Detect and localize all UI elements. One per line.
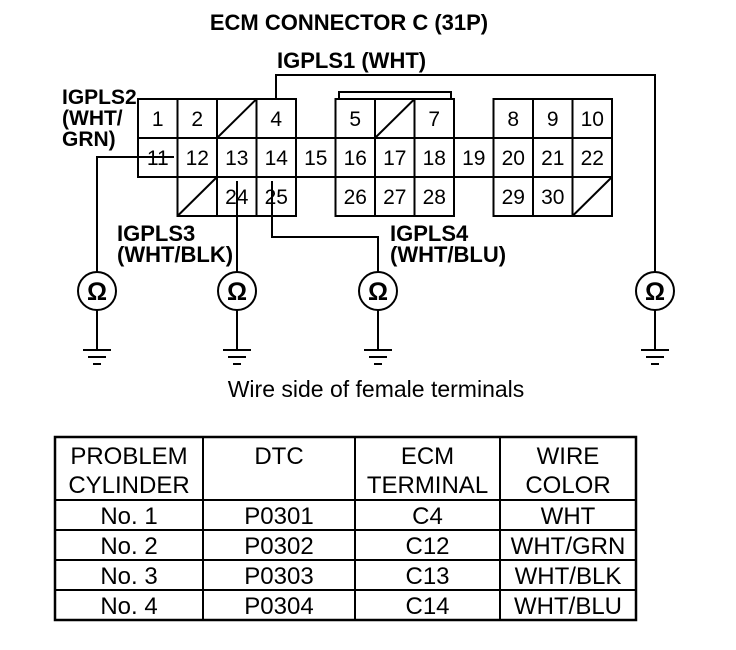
header-dtc: DTC [254,443,303,470]
table-row: No. 1 P0301 C4 WHT [100,503,595,530]
terminal-number: 1 [152,108,164,131]
cell-wire-color: WHT/GRN [511,533,626,560]
wire-label-igpls4-line2: (WHT/BLU) [390,242,506,267]
ohmmeter-igpls4: Ω [358,271,398,311]
wire-label-igpls2-line1: IGPLS2 [62,86,137,109]
diagram-caption: Wire side of female terminals [228,376,525,402]
wire-igpls2-line [96,156,174,272]
terminal-number: 27 [383,186,406,209]
wire-label-igpls4-line1: IGPLS4 [390,221,469,246]
wire-igpls3: IGPLS3 (WHT/BLK) [117,181,238,272]
terminal-number: 11 [147,147,169,170]
cell-ecm-terminal: C12 [405,533,449,560]
wire-label-igpls3-line2: (WHT/BLK) [117,242,233,267]
cell-dtc: P0304 [244,593,313,620]
terminal-number: 7 [428,108,440,131]
ohm-symbol: Ω [87,278,107,306]
ohm-symbol: Ω [645,278,665,306]
terminal-number: 29 [502,186,525,209]
terminal-number: 8 [507,108,519,131]
terminal-number: 22 [581,147,604,170]
terminal-number: 20 [502,147,525,170]
cell-ecm-terminal: C13 [405,563,449,590]
cell-dtc: P0303 [244,563,313,590]
terminal-cavity [413,176,455,217]
unused-cavity-slash [176,176,218,217]
wire-label-igpls1: IGPLS1 (WHT) [277,48,426,73]
wire-igpls2: IGPLS2 (WHT/ GRN) [62,86,174,272]
cell-problem-cylinder: No. 1 [100,503,157,530]
terminal-number: 17 [383,147,406,170]
ohm-symbol: Ω [368,278,388,306]
terminal-number: 4 [270,108,282,131]
cell-ecm-terminal: C4 [412,503,443,530]
wire-label-igpls2-line3: GRN) [62,128,116,151]
wire-igpls1: IGPLS1 (WHT) [275,48,656,272]
terminal-number: 9 [547,108,559,131]
terminal-cavity [255,176,297,217]
terminal-number: 2 [191,108,203,131]
terminal-number: 14 [265,147,289,170]
unused-cavity-slash [571,176,613,217]
diagram-title: ECM CONNECTOR C (31P) [210,10,488,35]
ground-icon [364,310,392,365]
ohmmeter-igpls1: Ω [635,271,675,311]
ground-icon [223,310,251,365]
cell-dtc: P0302 [244,533,313,560]
terminal-number: 13 [225,147,248,170]
terminal-number: 26 [344,186,367,209]
terminal-number: 25 [265,186,288,209]
terminal-number: 21 [541,147,564,170]
terminal-number: 10 [581,108,604,131]
ground-icon [641,310,669,365]
terminal-number: 5 [349,108,361,131]
terminal-number: 15 [304,147,327,170]
header-problem-cylinder-line2: CYLINDER [68,472,189,499]
cell-wire-color: WHT/BLU [514,593,622,620]
table-header-row: PROBLEM CYLINDER DTC ECM TERMINAL WIRE C… [68,443,610,499]
wire-igpls4: IGPLS4 (WHT/BLU) [271,181,506,272]
ground-icon [83,310,111,365]
header-problem-cylinder-line1: PROBLEM [70,443,187,470]
cell-problem-cylinder: No. 2 [100,533,157,560]
connector-lock-bracket [338,91,452,99]
terminal-number: 16 [344,147,367,170]
cell-wire-color: WHT/BLK [515,563,622,590]
table-row: No. 4 P0304 C14 WHT/BLU [100,593,622,620]
dtc-table: PROBLEM CYLINDER DTC ECM TERMINAL WIRE C… [53,435,638,622]
terminal-number: 28 [423,186,446,209]
terminal-number: 30 [541,186,564,209]
ohmmeter-igpls3: Ω [217,271,257,311]
table-row: No. 3 P0303 C13 WHT/BLK [100,563,621,590]
cell-wire-color: WHT [541,503,596,530]
header-wire-color-line1: WIRE [537,443,600,470]
unused-cavity-slash [374,98,416,139]
wire-label-igpls3-line1: IGPLS3 [117,221,195,246]
terminal-number: 12 [186,147,209,170]
header-ecm-terminal-line2: TERMINAL [367,472,488,499]
wire-label-igpls2-line2: (WHT/ [62,107,123,130]
ohmmeter-igpls2: Ω [77,271,117,311]
wire-igpls4-line [271,181,379,272]
wire-igpls1-line [275,74,656,272]
terminal-number: 19 [462,147,485,170]
cell-problem-cylinder: No. 3 [100,563,157,590]
table-grid [55,437,636,620]
cell-dtc: P0301 [244,503,313,530]
table-border [53,435,638,622]
terminal-number: 18 [423,147,446,170]
terminal-cavity [571,176,613,217]
unused-cavity-slash [216,98,258,139]
header-wire-color-line2: COLOR [525,472,610,499]
header-ecm-terminal-line1: ECM [401,443,454,470]
cell-ecm-terminal: C14 [405,593,449,620]
cell-problem-cylinder: No. 4 [100,593,157,620]
ohm-symbol: Ω [227,278,247,306]
table-row: No. 2 P0302 C12 WHT/GRN [100,533,625,560]
